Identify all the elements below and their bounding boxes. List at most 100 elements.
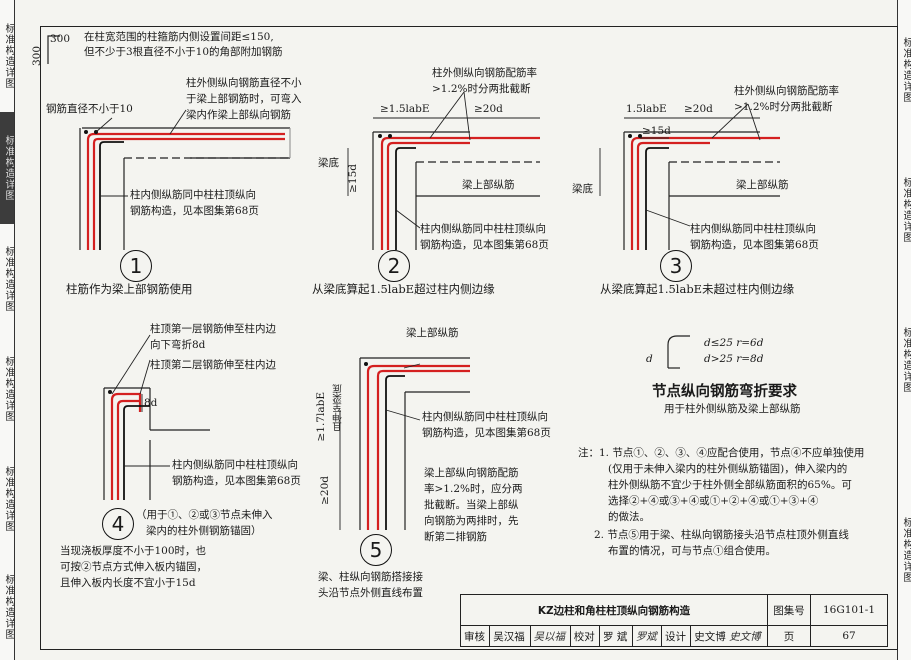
- node3-ratio-note-1: 柱外侧纵向钢筋配筋率: [734, 85, 839, 97]
- node1-top-note-1: 在柱宽范围的柱箍筋内侧设置间距≤150,: [84, 31, 274, 43]
- bend-sketch: [667, 335, 690, 369]
- node3-dim-15d: ≥15d: [642, 125, 671, 137]
- index-tab[interactable]: 标准构造详图: [901, 327, 911, 393]
- node2-dim-15d: ≥15d: [347, 164, 359, 193]
- node2-beam-bottom: 梁底: [318, 157, 339, 169]
- note-line-2: (仅用于未伸入梁内的柱外侧纵筋锚固)，伸入梁内的: [608, 463, 848, 475]
- node2-caption: 从梁底算起1.5labE超过柱内侧边缘: [312, 282, 495, 296]
- node4-usage-note-1: （用于①、②或③节点未伸入: [136, 509, 273, 521]
- node2-ratio-note-2: >1.2%时分两批截断: [432, 83, 531, 95]
- node3-inner-note-1: 柱内侧纵筋同中柱柱顶纵向: [690, 223, 816, 235]
- atlas-label: 图集号: [767, 594, 811, 626]
- note-line-5: 的做法。: [608, 511, 650, 523]
- node3-beam-bottom: 梁底: [572, 183, 593, 195]
- bend-subtitle: 用于柱外侧纵筋及梁上部纵筋: [664, 403, 801, 415]
- node1-outer-note-2: 于梁上部钢筋时，可弯入: [186, 93, 302, 105]
- node4-inner-note-2: 钢筋构造，见本图集第68页: [172, 475, 301, 487]
- node5-beam-top-label: 梁上部纵筋: [406, 327, 459, 339]
- node1-outer-note-3: 梁内作梁上部纵向钢筋: [186, 109, 291, 121]
- node4-usage-note-2: 梁内的柱外侧钢筋锚固）: [146, 525, 262, 537]
- node4-layer1-note-2: 向下弯折8d: [150, 339, 206, 351]
- bend-d-label: d: [646, 353, 653, 365]
- node4-outline: [103, 387, 210, 500]
- page-number: 67: [810, 625, 888, 647]
- node1-caption: 柱筋作为梁上部钢筋使用: [66, 282, 193, 296]
- node2-inner-note-2: 钢筋构造，见本图集第68页: [420, 239, 549, 251]
- index-tab[interactable]: 标准构造详图: [3, 574, 14, 640]
- index-tab[interactable]: 标准构造详图: [901, 37, 911, 103]
- reviewer-signature: 吴以福: [529, 625, 571, 647]
- reviewer-name: 吴汉福: [489, 625, 531, 647]
- node3-beam-top-label: 梁上部纵筋: [736, 179, 789, 191]
- node4-dim-8d: 8d: [144, 397, 158, 409]
- node3-caption: 从梁底算起1.5labE未超过柱内侧边缘: [600, 282, 795, 296]
- node4-slab-note-2: 可按②节点方式伸入板内锚固，: [60, 561, 207, 573]
- node3-ratio-note-2: >1.2%时分两批截断: [734, 101, 833, 113]
- node2-outline: [372, 131, 540, 250]
- node5-ratio-note-4: 向钢筋为两排时，先: [424, 515, 519, 527]
- checker-name: 罗 斌: [599, 625, 633, 647]
- node3-dim-anchor: 1.5labE: [626, 103, 667, 115]
- node5-ratio-note-3: 批截断。当梁上部纵: [424, 499, 519, 511]
- node1-inner-note-2: 钢筋构造，见本图集第68页: [130, 205, 259, 217]
- node2-ratio-note-1: 柱外侧纵向钢筋配筋率: [432, 67, 537, 79]
- node4-slab-note-1: 当现浇板厚度不小于100时，也: [60, 545, 207, 557]
- node3-inner-note-2: 钢筋构造，见本图集第68页: [690, 239, 819, 251]
- node1-outline: [79, 127, 291, 250]
- node3-outline: [623, 131, 780, 250]
- index-tab-active[interactable]: 标准构造详图: [0, 112, 14, 224]
- atlas-number: 16G101-1: [810, 594, 888, 626]
- node2-beam-top-label: 梁上部纵筋: [462, 179, 515, 191]
- node5-dim-17: ≥1.7labE: [315, 392, 327, 442]
- node5-inner-note-2: 钢筋构造，见本图集第68页: [422, 427, 551, 439]
- designer-signature: 史文博: [729, 630, 761, 643]
- index-tab[interactable]: 标准构造详图: [3, 466, 14, 532]
- checker-signature: 罗斌: [631, 625, 663, 647]
- design-label: 设计: [661, 625, 692, 647]
- index-tab[interactable]: 标准构造详图: [901, 177, 911, 243]
- bend-rule-1: d≤25 r=6d: [704, 337, 764, 349]
- node5-ratio-note-2: 率>1.2%时，应分两: [424, 483, 523, 495]
- node5-number: 5: [360, 534, 392, 566]
- node1-inner-note-1: 柱内侧纵筋同中柱柱顶纵向: [130, 189, 256, 201]
- index-tab[interactable]: 标准构造详图: [901, 517, 911, 583]
- title-block: KZ边柱和角柱柱顶纵向钢筋构造 图集号 16G101-1 审核 吴汉福 吴以福 …: [459, 594, 888, 647]
- index-tab[interactable]: 标准构造详图: [3, 246, 14, 312]
- node2-dim-20d: ≥20d: [474, 103, 503, 115]
- dim-300-vertical: 300: [31, 46, 43, 67]
- node5-ratio-note-5: 断第二排钢筋: [424, 531, 487, 543]
- node4-inner-note-1: 柱内侧纵筋同中柱柱顶纵向: [172, 459, 298, 471]
- drawing-title: KZ边柱和角柱柱顶纵向钢筋构造: [460, 594, 768, 626]
- node4-number: 4: [102, 508, 134, 540]
- node5-extend-label: 且伸至梁底: [333, 384, 344, 432]
- node2-inner-note-1: 柱内侧纵筋同中柱柱顶纵向: [420, 223, 546, 235]
- note-line-7: 布置的情况，可与节点①组合使用。: [608, 545, 776, 557]
- node3-dim-20d: ≥20d: [684, 103, 713, 115]
- index-tab[interactable]: 标准构造详图: [3, 356, 14, 422]
- right-index-strip: 标准构造详图 标准构造详图 标准构造详图 标准构造详图: [897, 0, 911, 660]
- node1-stirrup-label: 钢筋直径不小于10: [46, 103, 133, 115]
- designer-name: 史文博 史文博: [690, 625, 768, 647]
- node5-inner-note-1: 柱内侧纵筋同中柱柱顶纵向: [422, 411, 548, 423]
- node4-layer2-note: 柱顶第二层钢筋伸至柱内边: [150, 359, 276, 371]
- node4-layer1-note-1: 柱顶第一层钢筋伸至柱内边: [150, 323, 276, 335]
- note-line-1: 注：1. 节点①、②、③、④应配合使用，节点④不应单独使用: [578, 447, 865, 459]
- note-line-6: 2. 节点⑤用于梁、柱纵向钢筋接头沿节点柱顶外侧直线: [594, 529, 849, 541]
- node1-outer-note-1: 柱外侧纵向钢筋直径不小: [186, 77, 302, 89]
- node5-caption-2: 头沿节点外侧直线布置: [318, 587, 423, 599]
- node1-top-note-2: 但不少于3根直径不小于10的角部附加钢筋: [84, 46, 283, 58]
- node4-slab-note-3: 且伸入板内长度不宜小于15d: [60, 577, 196, 589]
- drawing-frame: [40, 26, 898, 650]
- note-line-4: 选择②+④或③+④或①+②+④或①+③+④: [608, 495, 819, 507]
- node2-dim-anchor: ≥1.5labE: [380, 103, 430, 115]
- node5-ratio-note-1: 梁上部纵向钢筋配筋: [424, 467, 519, 479]
- note-line-3: 柱外侧纵筋不宜少于柱外侧全部纵筋面积的65%。可: [608, 479, 852, 491]
- left-index-strip: 标准构造详图 标准构造详图 标准构造详图 标准构造详图 标准构造详图 标准构造详…: [0, 0, 15, 660]
- dim-300-horizontal: 300: [50, 33, 71, 45]
- page-label: 页: [767, 625, 811, 647]
- node5-dim-20d: ≥20d: [319, 476, 331, 505]
- node5-caption-1: 梁、柱纵向钢筋搭接接: [318, 571, 423, 583]
- index-tab[interactable]: 标准构造详图: [3, 23, 14, 89]
- node5-outline: [359, 357, 470, 530]
